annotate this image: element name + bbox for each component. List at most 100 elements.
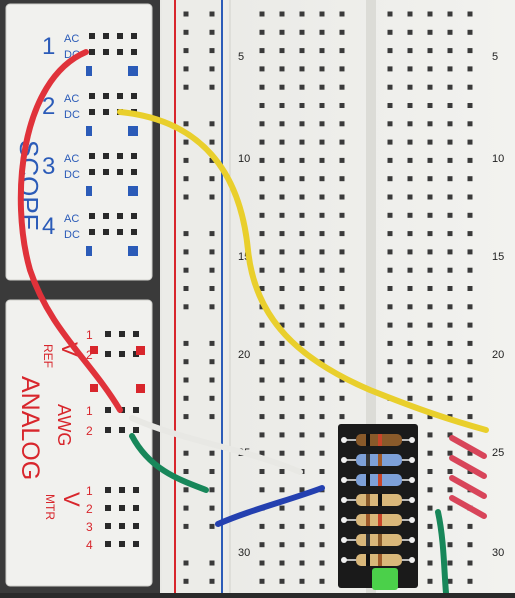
scope-hole[interactable]	[89, 229, 95, 235]
scope-hole[interactable]	[131, 229, 137, 235]
breadboard-hole[interactable]	[319, 395, 325, 401]
breadboard-hole[interactable]	[427, 157, 433, 163]
breadboard-hole[interactable]	[259, 487, 265, 493]
breadboard-hole[interactable]	[407, 139, 413, 145]
breadboard-hole[interactable]	[259, 469, 265, 474]
rail-hole[interactable]	[183, 578, 189, 584]
breadboard-hole[interactable]	[299, 450, 305, 456]
analog-hole[interactable]	[119, 523, 125, 529]
breadboard-hole[interactable]	[407, 377, 413, 383]
breadboard-hole[interactable]	[259, 48, 265, 54]
breadboard-hole[interactable]	[339, 231, 345, 237]
breadboard-hole[interactable]	[279, 523, 285, 529]
breadboard-hole[interactable]	[299, 194, 305, 200]
breadboard-hole[interactable]	[387, 377, 393, 383]
breadboard-hole[interactable]	[339, 103, 345, 108]
breadboard-hole[interactable]	[299, 304, 305, 310]
breadboard-hole[interactable]	[467, 359, 473, 365]
breadboard-hole[interactable]	[299, 359, 305, 365]
breadboard-hole[interactable]	[279, 121, 285, 127]
breadboard-hole[interactable]	[259, 267, 265, 273]
breadboard-hole[interactable]	[279, 322, 285, 328]
scope-hole[interactable]	[117, 229, 123, 235]
breadboard-hole[interactable]	[299, 487, 305, 493]
rail-hole[interactable]	[183, 139, 189, 145]
breadboard-hole[interactable]	[407, 304, 413, 310]
breadboard-hole[interactable]	[467, 176, 473, 182]
breadboard-hole[interactable]	[447, 267, 453, 273]
analog-hole[interactable]	[105, 523, 111, 529]
breadboard-hole[interactable]	[319, 139, 325, 145]
breadboard-hole[interactable]	[259, 542, 265, 548]
breadboard-hole[interactable]	[427, 578, 433, 584]
rail-hole[interactable]	[209, 377, 215, 383]
scope-hole[interactable]	[89, 153, 95, 159]
breadboard-hole[interactable]	[299, 578, 305, 584]
breadboard-hole[interactable]	[279, 194, 285, 200]
breadboard-hole[interactable]	[259, 212, 265, 218]
breadboard-hole[interactable]	[427, 304, 433, 310]
rail-hole[interactable]	[209, 121, 215, 127]
breadboard-hole[interactable]	[279, 304, 285, 310]
breadboard-hole[interactable]	[447, 322, 453, 328]
breadboard-hole[interactable]	[279, 11, 285, 17]
breadboard-hole[interactable]	[259, 322, 265, 328]
breadboard-hole[interactable]	[407, 103, 413, 108]
breadboard-hole[interactable]	[339, 29, 345, 35]
breadboard-hole[interactable]	[299, 231, 305, 237]
breadboard-hole[interactable]	[387, 11, 393, 17]
breadboard-hole[interactable]	[339, 359, 345, 365]
breadboard-hole[interactable]	[259, 176, 265, 182]
breadboard-hole[interactable]	[339, 267, 345, 273]
breadboard-hole[interactable]	[467, 322, 473, 328]
rail-hole[interactable]	[183, 157, 189, 163]
breadboard-hole[interactable]	[299, 395, 305, 401]
rail-hole[interactable]	[209, 194, 215, 200]
breadboard-hole[interactable]	[427, 121, 433, 127]
breadboard-hole[interactable]	[467, 578, 473, 584]
breadboard-hole[interactable]	[299, 414, 305, 420]
rail-hole[interactable]	[209, 340, 215, 346]
breadboard-hole[interactable]	[259, 84, 265, 90]
rail-hole[interactable]	[183, 359, 189, 365]
breadboard-hole[interactable]	[279, 212, 285, 218]
scope-hole[interactable]	[89, 109, 95, 115]
breadboard-hole[interactable]	[259, 249, 265, 255]
scope-hole[interactable]	[89, 169, 95, 175]
breadboard-hole[interactable]	[467, 231, 473, 237]
breadboard-hole[interactable]	[279, 560, 285, 566]
scope-hole[interactable]	[89, 213, 95, 219]
breadboard-hole[interactable]	[447, 139, 453, 145]
breadboard-hole[interactable]	[299, 542, 305, 548]
rail-hole[interactable]	[183, 487, 189, 493]
scope-hole[interactable]	[131, 49, 137, 55]
breadboard-hole[interactable]	[259, 231, 265, 237]
breadboard-hole[interactable]	[467, 377, 473, 383]
breadboard-hole[interactable]	[427, 322, 433, 328]
breadboard-hole[interactable]	[259, 139, 265, 145]
breadboard-hole[interactable]	[387, 84, 393, 90]
breadboard-hole[interactable]	[279, 157, 285, 163]
breadboard-hole[interactable]	[447, 487, 453, 493]
breadboard-hole[interactable]	[339, 194, 345, 200]
scope-hole[interactable]	[131, 93, 137, 99]
breadboard-hole[interactable]	[299, 377, 305, 383]
breadboard-hole[interactable]	[467, 84, 473, 90]
breadboard-hole[interactable]	[319, 11, 325, 17]
analog-hole[interactable]	[119, 427, 125, 433]
breadboard-hole[interactable]	[279, 432, 285, 438]
rail-hole[interactable]	[183, 395, 189, 401]
breadboard-hole[interactable]	[447, 395, 453, 401]
breadboard-hole[interactable]	[467, 450, 473, 456]
breadboard-hole[interactable]	[387, 103, 393, 108]
breadboard-hole[interactable]	[279, 249, 285, 255]
rail-hole[interactable]	[183, 414, 189, 420]
breadboard-hole[interactable]	[427, 139, 433, 145]
breadboard-hole[interactable]	[279, 469, 285, 474]
breadboard-hole[interactable]	[319, 560, 325, 566]
breadboard-hole[interactable]	[407, 157, 413, 163]
rail-hole[interactable]	[183, 450, 189, 456]
breadboard-hole[interactable]	[319, 377, 325, 383]
breadboard-hole[interactable]	[319, 103, 325, 108]
breadboard-hole[interactable]	[299, 267, 305, 273]
